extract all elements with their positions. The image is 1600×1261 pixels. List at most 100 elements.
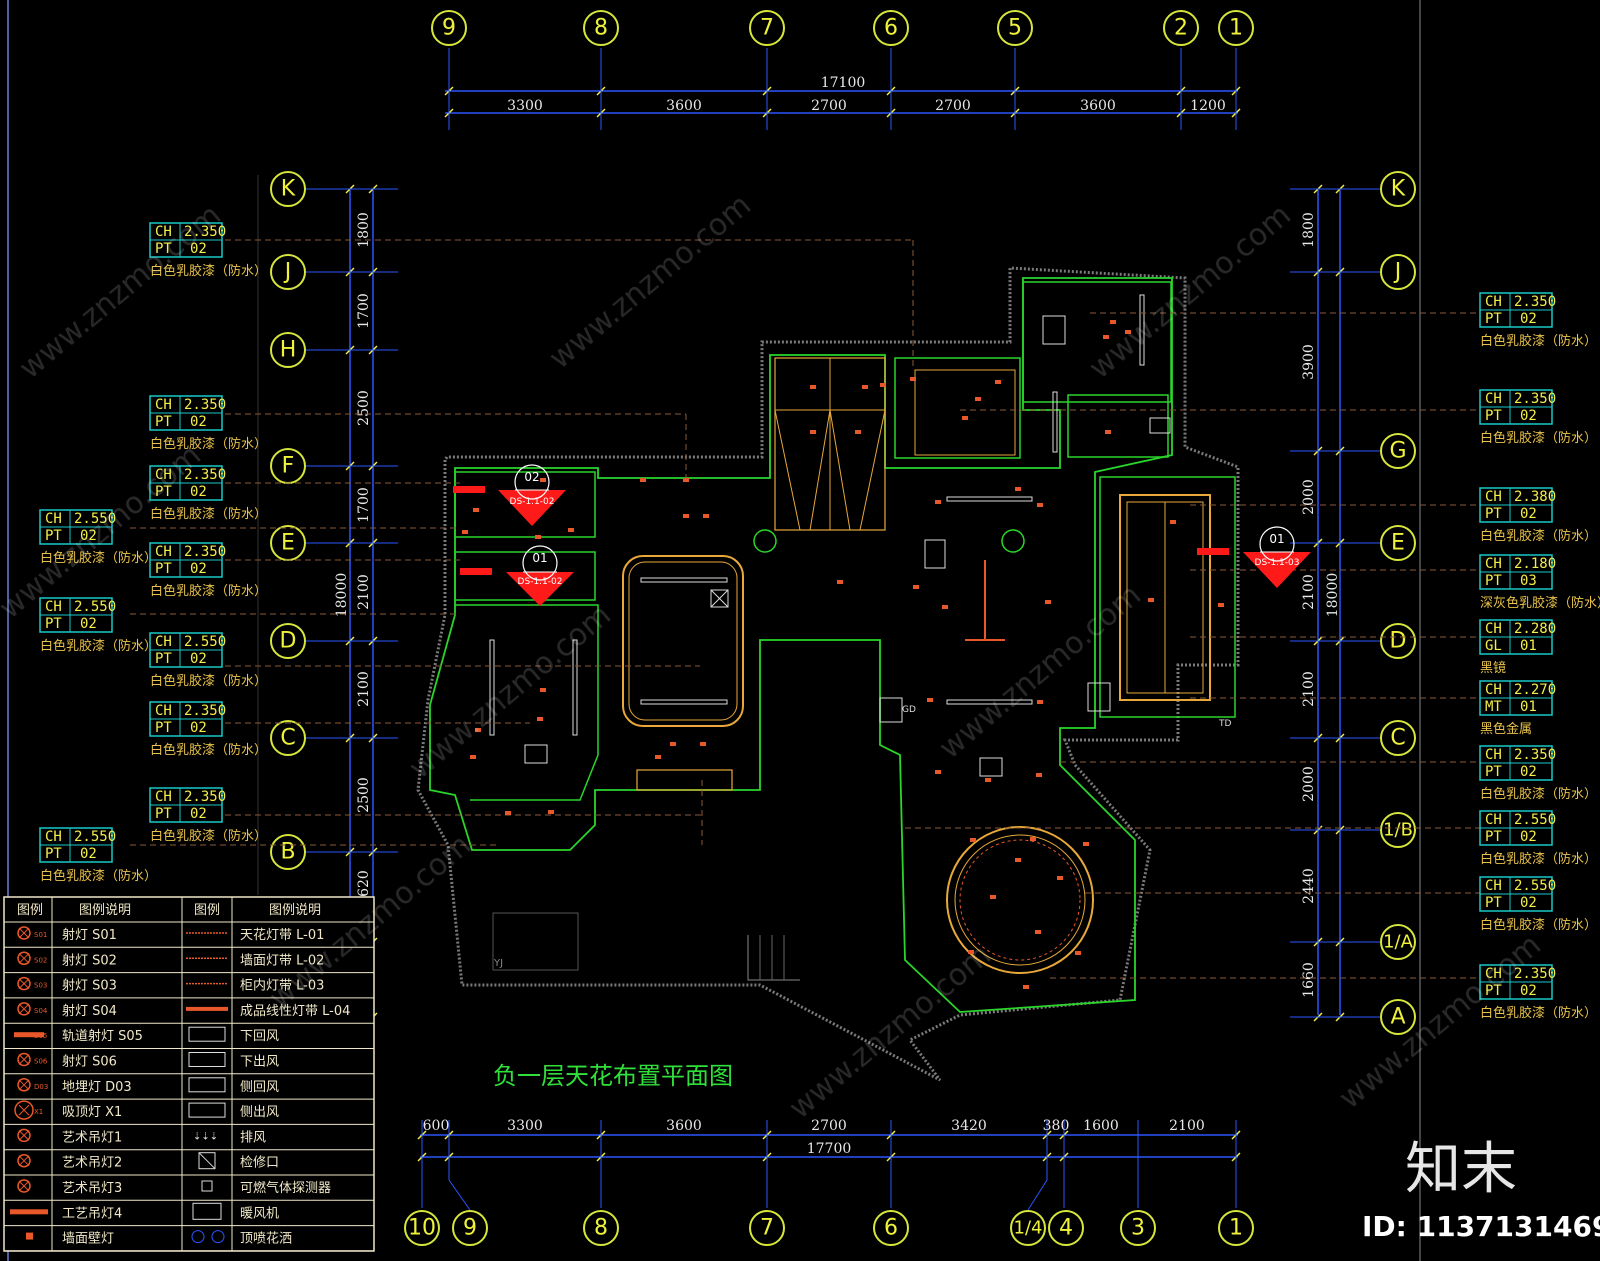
light-fixture-9 [810, 385, 816, 389]
tag-ch-label: CH [155, 703, 172, 719]
light-fixture-44 [1036, 773, 1042, 777]
tag-code-label: PT [1485, 829, 1502, 845]
tag-material: 白色乳胶漆（防水） [40, 868, 157, 884]
svg-text:1/4: 1/4 [1014, 1218, 1043, 1239]
dim-right-seg-8: 1660 [1301, 962, 1317, 998]
light-fixture-38 [700, 742, 706, 746]
tag-material: 白色乳胶漆（防水） [1480, 528, 1597, 544]
legend-label-right-4: 成品线性灯带 L-04 [240, 1004, 350, 1019]
watermark-site-1: www.znzmo.com [13, 198, 228, 387]
tag-code-value: 02 [1520, 311, 1537, 327]
light-fixture-40 [880, 383, 886, 387]
legend-code-4: S04 [34, 1007, 48, 1015]
watermark-brand: 知末 [1405, 1137, 1517, 1202]
tag-material: 白色乳胶漆（防水） [1480, 333, 1597, 349]
svg-text:7: 7 [760, 16, 774, 41]
light-fixture-45 [985, 778, 991, 782]
light-fixture-32 [505, 811, 511, 815]
watermark-site-5: www.znzmo.com [403, 598, 618, 787]
svg-text:DS-1.1-02: DS-1.1-02 [518, 577, 563, 587]
tag-code-value: 02 [1520, 983, 1537, 999]
grid-axis-bottom-6: 6 [873, 1120, 909, 1246]
tag-material: 白色乳胶漆（防水） [1480, 1005, 1597, 1021]
legend-row-3: S03 射灯 S03 柜内灯带 L-03 [17, 976, 324, 994]
legend-label-left-3: 射灯 S03 [62, 978, 117, 994]
grid-axis-right-G: G [1290, 433, 1416, 469]
light-fixture-50 [1030, 837, 1036, 841]
light-fixture-24 [935, 500, 941, 504]
tag-code-label: GL [1485, 638, 1502, 654]
light-fixture-11 [810, 430, 816, 434]
dim-right-total: 18000 [1325, 573, 1341, 618]
grid-axis-right-A: A [1290, 999, 1416, 1035]
legend-code-1: S01 [34, 931, 47, 939]
dim-left-seg-5: 2100 [356, 574, 372, 610]
tag-code-label: PT [1485, 983, 1502, 999]
tag-ch-label: CH [1485, 294, 1502, 310]
svg-text:1/A: 1/A [1383, 932, 1414, 953]
grid-axis-right-E: E [1290, 525, 1416, 561]
light-fixture-29 [913, 585, 919, 589]
tag-code-value: 02 [80, 616, 97, 632]
dim-right-seg-7: 2440 [1301, 868, 1317, 904]
grid-axis-right-D: D [1290, 623, 1416, 659]
legend-code-3: S03 [34, 982, 47, 990]
tag-material: 白色乳胶漆（防水） [40, 550, 157, 566]
legend-symbol-left-5 [14, 1032, 44, 1038]
legend-label-left-8: 吸顶灯 X1 [62, 1105, 122, 1120]
tag-ch-value: 2.350 [184, 467, 226, 483]
dim-right-seg-5: 2100 [1301, 671, 1317, 707]
floor-plan [130, 239, 1480, 1082]
grid-axis-left-B: B [270, 834, 398, 870]
light-fixture-55 [1035, 930, 1041, 934]
grid-axis-left-F: F [270, 448, 398, 484]
watermark-site-8: www.znzmo.com [783, 938, 998, 1127]
tag-ch-value: 2.550 [74, 511, 116, 527]
label-yj: YJ [493, 958, 503, 969]
legend-label-left-10: 艺术吊灯2 [62, 1156, 122, 1171]
tag-ch-label: CH [45, 511, 62, 527]
svg-text:1/B: 1/B [1383, 820, 1413, 841]
tag-material: 白色乳胶漆（防水） [1480, 430, 1597, 446]
light-fixture-13 [837, 580, 843, 584]
tag-ch-value: 2.550 [1514, 878, 1556, 894]
legend-label-left-13: 墙面壁灯 [62, 1232, 114, 1247]
tag-code-value: 03 [1520, 573, 1537, 589]
legend-label-right-3: 柜内灯带 L-03 [240, 978, 324, 994]
light-fixture-36 [640, 478, 646, 482]
legend-symbol-right-9: ⇣⇣⇣ [193, 1131, 218, 1142]
light-fixture-35 [475, 728, 481, 732]
grid-axis-bottom-10: 10 [404, 1120, 440, 1246]
light-fixture-4 [568, 528, 574, 532]
tag-ch-value: 2.350 [1514, 391, 1556, 407]
tag-ch-label: CH [45, 829, 62, 845]
grid-axis-bottom-1-4: 1/4 [1010, 1120, 1048, 1246]
tag-ch-value: 2.380 [1514, 489, 1556, 505]
tag-ch-value: 2.550 [1514, 812, 1556, 828]
tag-code-label: PT [155, 484, 172, 500]
tag-ch-label: CH [155, 789, 172, 805]
legend-symbol-right-12 [192, 1202, 222, 1220]
tag-code-value: 02 [190, 561, 207, 577]
legend-label-left-4: 射灯 S04 [62, 1003, 117, 1019]
dim-bottom-seg-8: 2100 [1169, 1118, 1205, 1134]
legend-row-13: 墙面壁灯顶喷花洒 [26, 1230, 292, 1247]
grid-axis-left-D: D [270, 623, 398, 659]
legend-code-5: S05 [34, 1032, 47, 1040]
tag-ch-label: CH [1485, 621, 1502, 637]
tag-material: 深灰色乳胶漆（防水） [1480, 595, 1600, 611]
dim-right-seg-6: 2000 [1301, 766, 1317, 802]
dim-top-seg-5: 3600 [1080, 98, 1116, 114]
tag-ch-label: CH [1485, 812, 1502, 828]
tag-ch-value: 2.550 [74, 599, 116, 615]
light-fixture-30 [540, 688, 546, 692]
tag-code-label: PT [1485, 764, 1502, 780]
dim-left-seg-4: 1700 [356, 487, 372, 523]
tag-code-label: PT [1485, 573, 1502, 589]
